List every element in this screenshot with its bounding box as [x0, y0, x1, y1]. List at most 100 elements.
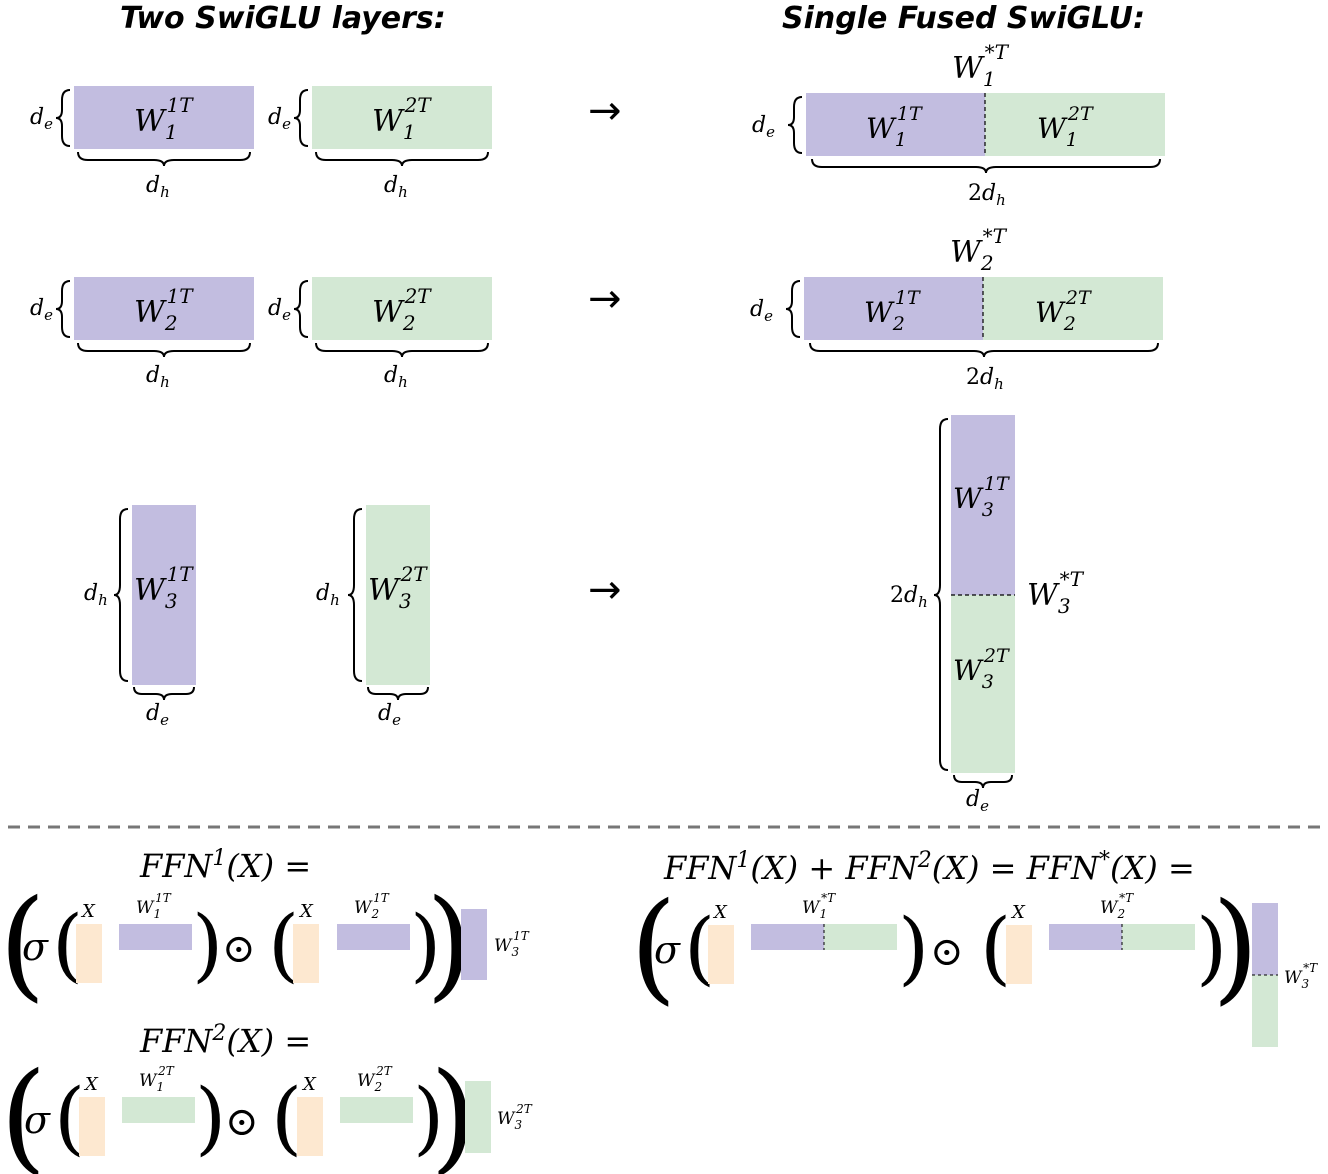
ffn2-w1-2t-label: W12T [139, 1064, 175, 1094]
label-de-fused-w2: de [750, 297, 773, 325]
brace-fused-w2-de [785, 280, 801, 338]
fused-eq-w3-green [1252, 975, 1278, 1047]
fused-x-block-1 [708, 925, 734, 984]
arrow-row-w3: → [588, 567, 622, 613]
label-de-w3-1t: de [146, 701, 169, 729]
brace-w1-2t-dh [315, 151, 489, 167]
label-fused-w3-1t: W31T [953, 473, 1010, 521]
brace-w3-1t-de [133, 686, 195, 701]
fused-w2-star-label: W2*T [1100, 891, 1134, 921]
label-fused-w1-2t: W12T [1037, 103, 1094, 151]
label-dh-w3-1t: dh [84, 581, 108, 609]
label-2dh-fused-w2: 2dh [966, 365, 1004, 393]
ffn1-odot: ⊙ [222, 926, 256, 972]
label-dh-w3-2t: dh [316, 581, 340, 609]
fused-eq-w2-green [1122, 924, 1195, 950]
label-w1-star-t: W1*T [952, 40, 1010, 91]
matrix-w2-2t [312, 277, 492, 340]
label-de-w3-2t: de [378, 701, 401, 729]
ffn2-w1-2t-block [122, 1097, 195, 1123]
fused-w2-part-2t [983, 277, 1163, 340]
brace-w3-2t-dh [347, 508, 363, 682]
header-two-swiglu-layers: Two SwiGLU layers: [120, 1, 446, 36]
row-w3: W31T dh de W32T dh de → W31T W32T W3*T 2… [84, 415, 1085, 815]
brace-fused-w3-2dh [933, 418, 949, 771]
ffn1-x-block-2 [293, 924, 319, 983]
equation-ffn1: FFN1(X) = ( σ ( X W11T ) ⊙ ( X W21T ) ) … [0, 846, 530, 1014]
label-w2-2t: W22T [372, 284, 432, 335]
ffn2-w2-2t-block [340, 1097, 413, 1123]
arrow-row-w1: → [588, 88, 622, 134]
fused-w3-star-label: W3*T [1284, 961, 1318, 991]
label-dh-w2-1t: dh [146, 363, 170, 391]
label-de-w2-2t: de [268, 296, 291, 324]
ffn2-x-block-1 [79, 1097, 105, 1156]
ffn2-w2-2t-label: W22T [357, 1064, 393, 1094]
label-w1-1t: W11T [134, 93, 194, 144]
label-de-w1-1t: de [30, 105, 53, 133]
label-dh-w1-1t: dh [146, 173, 170, 201]
label-2dh-fused-w3: 2dh [890, 583, 928, 611]
brace-w3-1t-dh [113, 508, 129, 682]
fused-eq-w3-purple [1252, 903, 1278, 975]
ffn2-outer-lparen: ( [0, 1048, 47, 1174]
fused-w2-part-1t [804, 277, 983, 340]
label-fused-w1-1t: W11T [866, 103, 923, 151]
brace-fused-w1-de [787, 96, 803, 154]
ffn2-x-label-2: X [301, 1074, 317, 1095]
label-fused-w2-1t: W21T [864, 287, 921, 335]
arrow-row-w2: → [588, 276, 622, 322]
fused-rparen-2: ) [1196, 901, 1227, 994]
fused-rparen-1: ) [898, 901, 929, 994]
brace-fused-w2-2dh [809, 342, 1159, 358]
fused-x-label-1: X [712, 902, 728, 923]
brace-fused-w3-de [953, 774, 1013, 789]
fused-x-label-2: X [1010, 902, 1026, 923]
matrix-w3-2t [366, 505, 430, 685]
matrix-w3-1t [132, 505, 196, 685]
equation-ffn2: FFN2(X) = ( σ ( X W12T ) ⊙ ( X W22T ) ) … [0, 1021, 533, 1174]
ffn1-w3-1t-block [461, 909, 487, 980]
ffn1-x-label-2: X [298, 901, 314, 922]
ffn2-rparen-1: ) [195, 1071, 226, 1164]
row-w1: W11T de dh W12T de dh → W1*T W11T W12T d… [30, 40, 1165, 209]
brace-w2-2t-dh [315, 342, 489, 358]
brace-w2-1t-dh [77, 342, 251, 358]
brace-w1-2t-de [293, 89, 309, 147]
fused-w3-part-1t [951, 415, 1015, 595]
matrix-w1-1t [74, 86, 254, 149]
ffn2-rparen-2: ) [413, 1071, 444, 1164]
ffn2-x-label-1: X [83, 1074, 99, 1095]
ffn2-x-block-2 [297, 1097, 323, 1156]
fused-sigma: σ [654, 928, 681, 972]
label-w3-2t: W32T [368, 562, 428, 613]
ffn1-outer-lparen: ( [0, 875, 46, 1014]
fused-odot: ⊙ [930, 929, 964, 975]
ffn2-w3-2t-label: W32T [497, 1102, 533, 1132]
ffn1-x-block-1 [76, 924, 102, 983]
fused-outer-rparen: ) [1212, 878, 1259, 1017]
label-de-fused-w3: de [966, 787, 989, 815]
label-w2-star-t: W2*T [950, 224, 1008, 275]
fused-w1-part-1t [806, 93, 985, 156]
label-w1-2t: W12T [372, 93, 432, 144]
ffn1-x-label-1: X [80, 901, 96, 922]
label-w3-star-t: W3*T [1027, 567, 1085, 618]
label-dh-w2-2t: dh [384, 363, 408, 391]
brace-w1-1t-dh [77, 151, 251, 167]
label-de-fused-w1: de [752, 113, 775, 141]
ffn1-w2-1t-block [337, 924, 410, 950]
ffn1-rparen-2: ) [410, 898, 441, 991]
ffn2-odot: ⊙ [225, 1099, 259, 1145]
ffn1-title: FFN1(X) = [139, 846, 311, 885]
label-de-w2-1t: de [30, 296, 53, 324]
fused-eq-w1-green [824, 924, 897, 950]
label-w2-1t: W21T [134, 284, 194, 335]
ffn1-rparen-1: ) [192, 898, 223, 991]
label-fused-w3-2t: W32T [953, 645, 1010, 693]
equation-fused: FFN1(X) + FFN2(X) = FFN*(X) = ( σ ( X W1… [630, 848, 1318, 1047]
header-single-fused-swiglu: Single Fused SwiGLU: [782, 1, 1145, 36]
ffn2-sigma: σ [24, 1098, 51, 1142]
fused-w1-star-label: W1*T [802, 891, 836, 921]
